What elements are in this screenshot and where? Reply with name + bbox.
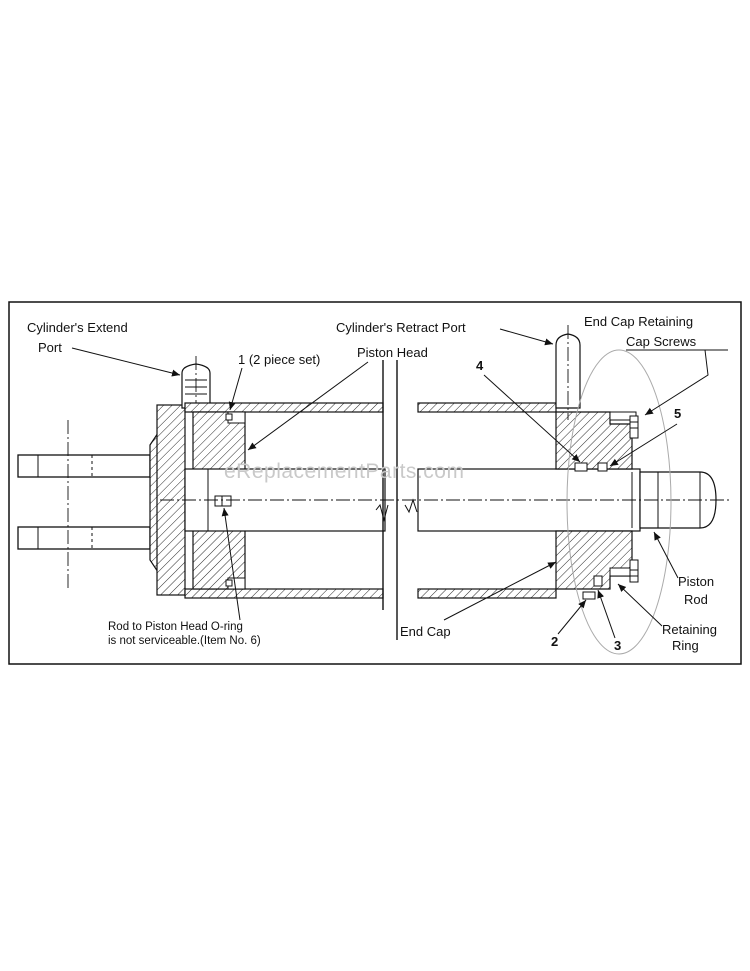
leader-item-1 bbox=[228, 367, 243, 411]
leader-cap-screws bbox=[644, 349, 709, 416]
label-oring-note-line2: is not serviceable.(Item No. 6) bbox=[108, 635, 261, 647]
retract-port-fitting bbox=[555, 325, 581, 420]
label-piston-rod-line1: Piston bbox=[678, 574, 714, 589]
label-item-4: 4 bbox=[476, 358, 484, 373]
piston-rod-left bbox=[184, 468, 386, 532]
leader-retract-port bbox=[499, 328, 554, 346]
leader-piston-head bbox=[247, 361, 369, 451]
leader-item-3 bbox=[597, 589, 616, 639]
label-item-3: 3 bbox=[614, 638, 621, 653]
watermark: eReplacementParts.com bbox=[224, 460, 464, 483]
label-extend-port-line1: Cylinder's Extend bbox=[27, 320, 128, 335]
label-oring-note-line1: Rod to Piston Head O-ring bbox=[108, 621, 243, 633]
clevis-mount bbox=[17, 420, 161, 590]
detail-ellipse bbox=[566, 349, 672, 655]
leader-item-2 bbox=[557, 599, 587, 635]
leader-item-4 bbox=[483, 374, 581, 463]
leader-end-cap bbox=[443, 561, 557, 621]
leader-extend-port bbox=[71, 347, 181, 377]
label-piston-rod-line2: Rod bbox=[684, 592, 708, 607]
leader-item-5 bbox=[609, 423, 678, 467]
leader-piston-rod bbox=[653, 531, 679, 579]
label-extend-port-line2: Port bbox=[38, 340, 62, 355]
diagram-frame bbox=[8, 301, 742, 665]
leader-oring bbox=[221, 507, 241, 621]
label-end-cap-screws-line1: End Cap Retaining bbox=[584, 314, 693, 329]
label-item-2: 2 bbox=[551, 634, 558, 649]
leader-retaining-ring bbox=[617, 583, 663, 627]
label-piston-head: Piston Head bbox=[357, 345, 428, 360]
label-end-cap-screws-line2: Cap Screws bbox=[626, 334, 697, 349]
label-end-cap: End Cap bbox=[400, 624, 451, 639]
label-retaining-ring-line2: Ring bbox=[672, 638, 699, 653]
label-retaining-ring-line1: Retaining bbox=[662, 622, 717, 637]
label-item-1: 1 (2 piece set) bbox=[238, 352, 320, 367]
label-retract-port: Cylinder's Retract Port bbox=[336, 320, 466, 335]
label-item-5: 5 bbox=[674, 406, 681, 421]
